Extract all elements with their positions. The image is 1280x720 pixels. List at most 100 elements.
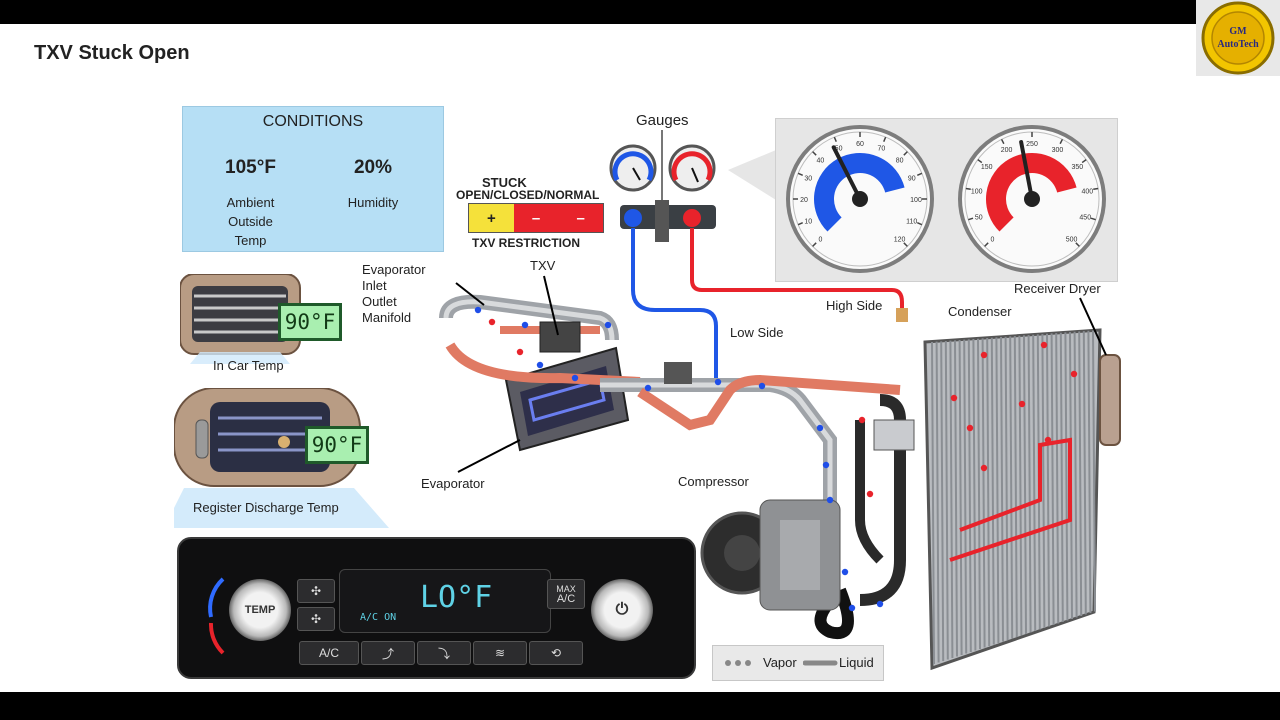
low-gauge-tick-label: 70	[878, 145, 886, 152]
low-gauge-tick-label: 50	[835, 145, 843, 152]
high-gauge-tick-label: 0	[990, 237, 994, 244]
ambient-temp-label: Ambient Outside Temp	[203, 193, 298, 250]
evap-manifold-line4: Manifold	[362, 310, 412, 325]
max-ac-bottom: A/C	[556, 593, 576, 605]
liquid-dot	[1044, 436, 1052, 444]
high-gauge-tick	[984, 242, 989, 247]
condenser-fin	[1013, 336, 1018, 638]
condenser-fin	[1087, 330, 1092, 614]
low-gauge-tick-label: 0	[818, 237, 822, 244]
liquid-dot	[858, 416, 866, 424]
low-gauge-tick-label: 10	[804, 218, 812, 225]
condenser-fin	[1041, 334, 1046, 629]
vapor-dot	[644, 384, 652, 392]
manifold-gauge-set	[609, 130, 716, 242]
vapor-dot	[714, 378, 722, 386]
receiver-dryer-label: Receiver Dryer	[1014, 281, 1101, 296]
compressor	[700, 499, 841, 611]
defrost-icon: ≋	[494, 646, 506, 660]
power-knob[interactable]: ⏻	[591, 579, 653, 641]
discharge-temp-label: Register Discharge Temp	[193, 500, 339, 515]
high-gauge-tick	[1000, 138, 1005, 145]
page-title: TXV Stuck Open	[34, 42, 190, 64]
max-ac-button[interactable]: MAX A/C	[547, 579, 585, 609]
defrost-button[interactable]: ≋	[473, 641, 527, 665]
condenser	[923, 328, 1102, 671]
low-gauge-tick	[812, 242, 817, 247]
ac-button[interactable]: A/C	[299, 641, 359, 665]
gm-autotech-logo: GM AutoTech	[1196, 0, 1280, 76]
liquid-dot	[516, 348, 524, 356]
condenser-fin	[1046, 333, 1050, 627]
condenser-fin	[995, 337, 1000, 644]
high-gauge-tick-label: 150	[981, 164, 993, 171]
txv-label: TXV	[530, 258, 556, 273]
in-car-temp-label: In Car Temp	[213, 358, 284, 373]
fan-low-button[interactable]: ✣	[297, 607, 335, 631]
condenser-fin	[949, 340, 954, 659]
high-gauge-tick-label: 450	[1079, 214, 1091, 221]
high-gauge-tick	[1093, 187, 1099, 191]
mode-floor-button[interactable]: ⤵	[417, 641, 471, 665]
condenser-label: Condenser	[948, 304, 1012, 319]
condenser-fin	[963, 339, 968, 654]
climate-display: LO°F A/C ON	[339, 569, 551, 633]
mode-face-button[interactable]: ⤴	[361, 641, 415, 665]
low-gauge-tick-label: 120	[894, 237, 906, 244]
high-gauge-tick-label: 300	[1052, 147, 1064, 154]
evap-manifold-label: Evaporator Inlet Outlet Manifold	[362, 262, 426, 326]
condenser-fin	[981, 338, 986, 648]
temp-knob[interactable]: TEMP	[229, 579, 291, 641]
evaporator	[504, 346, 630, 452]
vapor-dot	[841, 568, 849, 576]
condenser-fin	[1078, 331, 1083, 617]
fan-button[interactable]: ✣	[297, 579, 335, 603]
low-gauge-tick-label: 60	[856, 141, 864, 148]
vapor-dot	[571, 374, 579, 382]
restriction-segment-open: +	[469, 204, 514, 232]
logo-text-autotech: AutoTech	[1217, 39, 1259, 50]
low-gauge-tick-label: 30	[804, 176, 812, 183]
low-gauge-tick	[883, 136, 887, 143]
liquid-dot	[866, 490, 874, 498]
low-gauge-tick	[812, 151, 817, 156]
condenser-fin	[977, 338, 981, 650]
ambient-label-line3: Temp	[234, 233, 267, 248]
low-gauge-tick	[903, 151, 908, 156]
gauges-label: Gauges	[636, 112, 689, 129]
high-gauge-tick-label: 250	[1026, 141, 1038, 148]
low-gauge-tick-label: 110	[906, 218, 917, 225]
liquid-dot	[980, 351, 988, 359]
condenser-fin	[967, 339, 972, 653]
high-gauge-tick-label: 500	[1066, 237, 1078, 244]
vapor-dot	[822, 461, 830, 469]
vapor-dot	[826, 496, 834, 504]
condenser-fin	[1064, 332, 1069, 621]
high-gauge-tick-label: 50	[975, 214, 983, 221]
high-gauge-tick-label: 100	[971, 188, 983, 195]
recirc-button[interactable]: ⟲	[529, 641, 583, 665]
low-gauge-tick-label: 90	[908, 176, 916, 183]
vent-face-icon: ⤴	[381, 646, 394, 661]
condenser-fin	[1018, 335, 1023, 636]
condenser-fin	[958, 340, 963, 656]
high-gauge-tick-label: 350	[1071, 164, 1083, 171]
evaporator-label: Evaporator	[421, 476, 485, 491]
condenser-fin	[1092, 330, 1096, 612]
temp-arc-icon	[208, 577, 225, 655]
condenser-fin	[1032, 334, 1037, 632]
vapor-legend-icon	[725, 660, 751, 666]
restriction-segment-normal: –	[558, 204, 604, 232]
vapor-dot	[474, 306, 482, 314]
compressor-label: Compressor	[678, 474, 749, 489]
fan-icon: ✣	[310, 584, 322, 598]
receiver-dryer	[1099, 354, 1121, 446]
high-side-hose	[690, 228, 904, 320]
condenser-fin	[944, 341, 949, 660]
condenser-fin	[1055, 333, 1060, 624]
logo-text-gm: GM	[1229, 26, 1247, 37]
liquid-dot	[980, 464, 988, 472]
